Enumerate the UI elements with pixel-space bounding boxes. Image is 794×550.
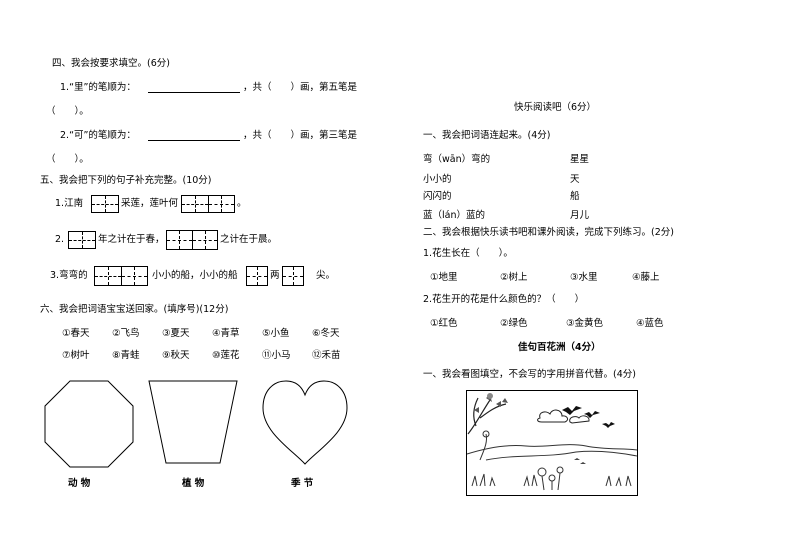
word-item: ②飞鸟: [112, 328, 140, 339]
match-right-item: 月儿: [570, 210, 590, 221]
reading-section-title: 快乐阅读吧（6分）: [514, 102, 597, 113]
answer-option[interactable]: ③金黄色: [566, 318, 604, 329]
word-item: ⑫禾苗: [312, 350, 341, 361]
answer-option[interactable]: ①红色: [430, 318, 458, 329]
question-2-wrap: （ ）。: [46, 154, 89, 165]
answer-option[interactable]: ②绿色: [500, 318, 528, 329]
octagon-shape: [44, 380, 134, 468]
shape-label-animals: 动 物: [68, 478, 91, 489]
section-6-title: 六、我会把词语宝宝送回家。(填序号)(12分): [40, 304, 229, 315]
shape-label-plants: 植 物: [182, 478, 205, 489]
poem-section-title: 佳句百花洲（4分）: [518, 342, 601, 353]
word-item: ⑦树叶: [62, 350, 90, 361]
sentence-2-c: 之计在于晨。: [220, 234, 278, 245]
sentence-3-d: 尖。: [316, 270, 336, 281]
match-left-item: 小小的: [423, 174, 452, 185]
sentence-2-b: 年之计在于春，: [98, 234, 165, 245]
word-item: ⑩莲花: [212, 350, 240, 361]
word-item: ⑥冬天: [312, 328, 340, 339]
question-2-tail: ，共（ ）画，第三笔是: [243, 130, 358, 141]
section-4-title: 四、我会按要求填空。(6分): [52, 58, 170, 69]
poem-q1-title: 一、我会看图填空，不会写的字用拼音代替。(4分): [423, 369, 636, 380]
writing-grid[interactable]: [282, 266, 304, 286]
match-left-item: 弯（wān）弯的: [423, 154, 491, 165]
word-item: ①春天: [62, 328, 90, 339]
writing-grid[interactable]: [166, 230, 218, 250]
sentence-3-b: 小小的船，小小的船: [152, 270, 238, 281]
question-2-prompt: 2.“可”的笔顺为：: [60, 130, 136, 141]
scene-picture: [466, 390, 638, 496]
match-right-item: 船: [570, 191, 580, 202]
word-item: ⑤小鱼: [262, 328, 290, 339]
writing-grid[interactable]: [68, 231, 96, 249]
writing-grid[interactable]: [94, 266, 148, 286]
word-item: ⑨秋天: [162, 350, 190, 361]
shape-label-seasons: 季 节: [291, 478, 314, 489]
peanut-question-2: 2.花生开的花是什么颜色的？（ ）: [423, 294, 585, 305]
answer-option[interactable]: ④蓝色: [636, 318, 664, 329]
match-right-item: 星星: [570, 154, 590, 165]
sentence-2-a: 2.: [55, 234, 65, 245]
word-item: ③夏天: [162, 328, 190, 339]
match-left-item: 蓝（lán）蓝的: [423, 210, 485, 221]
reading-q2-title: 二、我会根据快乐读书吧和课外阅读，完成下列练习。(2分): [423, 227, 674, 238]
trapezoid-shape: [148, 380, 238, 464]
sentence-1-a: 1.江南: [55, 198, 84, 209]
peanut-question-1: 1.花生长在（ ）。: [423, 248, 513, 259]
word-item: ⑪小马: [262, 350, 291, 361]
sentence-3-a: 3.弯弯的: [50, 270, 88, 281]
writing-grid[interactable]: [91, 195, 119, 213]
word-item: ⑧青蛙: [112, 350, 140, 361]
question-1-wrap: （ ）。: [46, 106, 89, 117]
answer-option[interactable]: ②树上: [500, 272, 528, 283]
section-5-title: 五、我会把下列的句子补充完整。(10分): [40, 175, 212, 186]
match-right-item: 天: [570, 174, 580, 185]
sentence-1-b: 采莲，莲叶何: [121, 198, 179, 209]
sentence-1-c: 。: [237, 198, 247, 209]
answer-option[interactable]: ④藤上: [632, 272, 660, 283]
heart-shape: [262, 380, 348, 465]
reading-q1-title: 一、我会把词语连起来。(4分): [423, 130, 551, 141]
writing-grid[interactable]: [181, 195, 235, 213]
word-item: ④青草: [212, 328, 240, 339]
answer-option[interactable]: ③水里: [570, 272, 598, 283]
answer-option[interactable]: ①地里: [430, 272, 458, 283]
question-1-tail: ，共（ ）画，第五笔是: [243, 82, 358, 93]
match-left-item: 闪闪的: [423, 191, 452, 202]
writing-grid[interactable]: [246, 266, 268, 286]
question-1-prompt: 1.“里”的笔顺为：: [60, 82, 136, 93]
sentence-3-c: 两: [270, 270, 280, 281]
answer-line-2[interactable]: [148, 140, 240, 141]
answer-line-1[interactable]: [148, 92, 240, 93]
